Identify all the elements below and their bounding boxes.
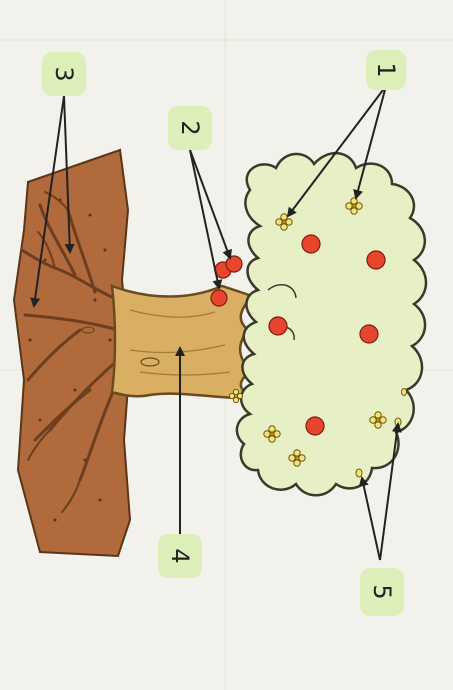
fruit-icon — [269, 317, 287, 335]
fruit-icon — [302, 235, 320, 253]
trunk — [112, 286, 260, 398]
callout-number: 1 — [372, 62, 400, 77]
callout-label-2: 2 — [168, 106, 212, 150]
callout-number: 5 — [368, 584, 396, 599]
soil — [14, 150, 130, 556]
callout-number: 4 — [166, 548, 194, 563]
fruit-icon — [306, 417, 324, 435]
fruit-icon — [226, 256, 242, 272]
callout-label-5: 5 — [360, 568, 404, 616]
bud-icon — [356, 469, 362, 477]
fruit-icon — [360, 325, 378, 343]
callout-label-1: 1 — [366, 50, 406, 90]
fruit-icon — [367, 251, 385, 269]
canopy — [237, 153, 426, 495]
callout-number: 2 — [176, 120, 204, 135]
callout-label-3: 3 — [42, 52, 86, 96]
arrow-5a — [362, 478, 380, 560]
callout-label-4: 4 — [158, 534, 202, 578]
callout-number: 3 — [50, 66, 78, 81]
bud-icon — [402, 389, 407, 396]
fruit-icon — [211, 290, 227, 306]
